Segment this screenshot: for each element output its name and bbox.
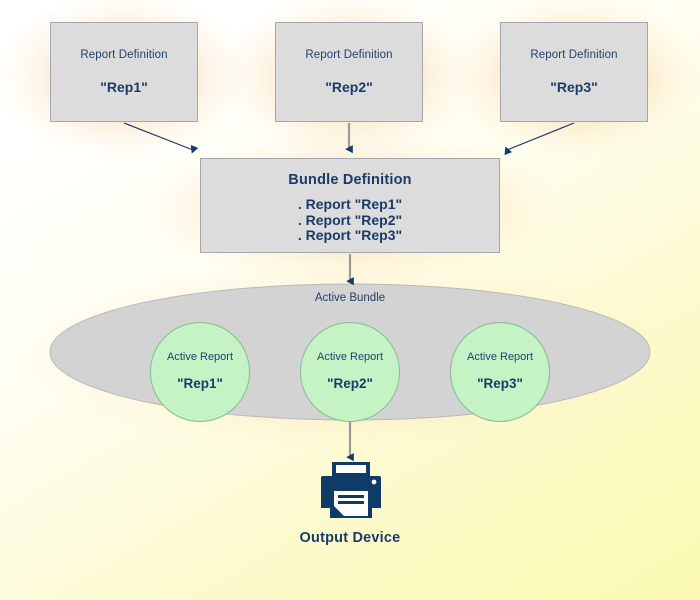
active-report-circle-rep1[interactable]: Active Report "Rep1" bbox=[150, 322, 250, 422]
arrow-rep1-to-bundle bbox=[123, 122, 199, 154]
report-definition-name: "Rep3" bbox=[550, 79, 598, 95]
active-report-name: "Rep3" bbox=[477, 376, 523, 391]
report-definition-caption: Report Definition bbox=[305, 49, 393, 61]
bundle-definition-entry: . Report "Rep2" bbox=[297, 211, 403, 228]
report-definition-caption: Report Definition bbox=[530, 49, 618, 61]
bundle-definition-entry-list: . Report "Rep1" . Report "Rep2" . Report… bbox=[297, 196, 403, 244]
bundle-definition-entry: . Report "Rep3" bbox=[297, 227, 403, 243]
bundle-definition-entry: . Report "Rep1" bbox=[297, 196, 403, 212]
active-report-circle-rep2[interactable]: Active Report "Rep2" bbox=[300, 322, 400, 422]
bundle-definition-title: Bundle Definition bbox=[288, 172, 412, 188]
report-definition-box-rep2[interactable]: Report Definition "Rep2" bbox=[275, 22, 423, 122]
active-report-name: "Rep1" bbox=[177, 376, 223, 391]
printer-icon[interactable] bbox=[316, 460, 386, 524]
active-report-name: "Rep2" bbox=[327, 376, 373, 391]
report-definition-caption: Report Definition bbox=[80, 49, 168, 61]
report-definition-box-rep1[interactable]: Report Definition "Rep1" bbox=[50, 22, 198, 122]
active-report-caption: Active Report bbox=[316, 351, 384, 363]
active-bundle-label: Active Bundle bbox=[314, 292, 386, 304]
report-definition-name: "Rep1" bbox=[100, 79, 148, 95]
report-definition-box-rep3[interactable]: Report Definition "Rep3" bbox=[500, 22, 648, 122]
report-definition-name: "Rep2" bbox=[325, 79, 373, 95]
active-report-caption: Active Report bbox=[166, 351, 234, 363]
output-device-label: Output Device bbox=[299, 530, 401, 546]
bundle-definition-box[interactable]: Bundle Definition . Report "Rep1" . Repo… bbox=[200, 158, 500, 253]
active-report-circle-rep3[interactable]: Active Report "Rep3" bbox=[450, 322, 550, 422]
arrow-rep3-to-bundle bbox=[504, 122, 575, 156]
active-report-caption: Active Report bbox=[466, 351, 534, 363]
